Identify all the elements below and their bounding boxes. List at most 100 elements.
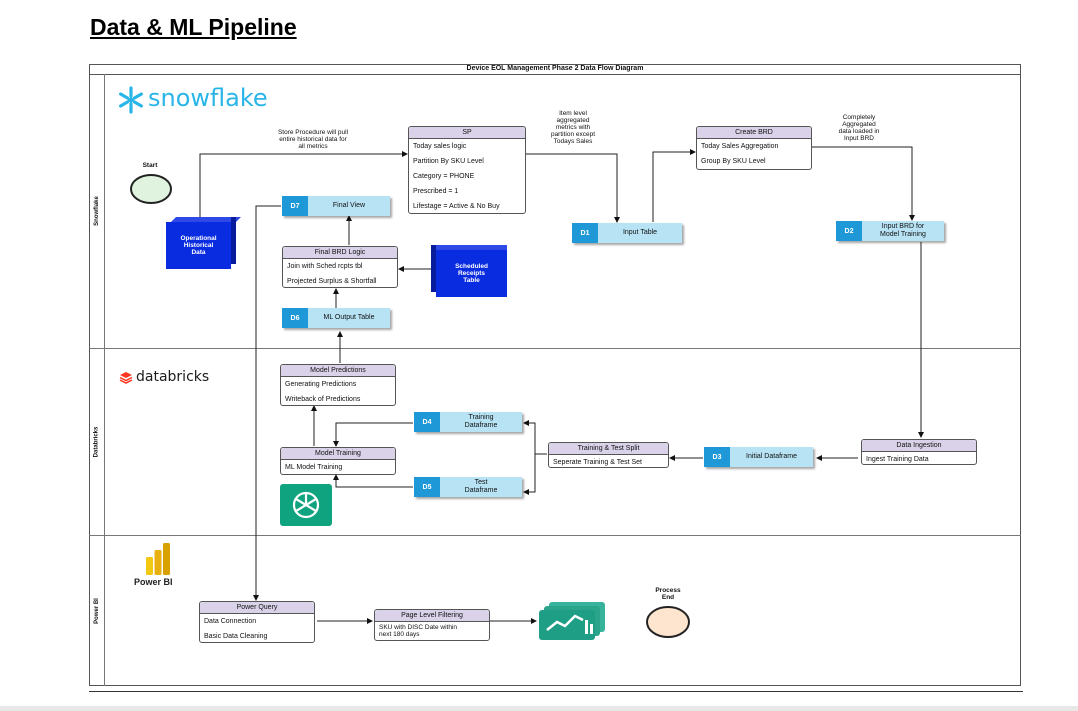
split-header: Training & Test Split — [549, 443, 668, 455]
power-query-row: Basic Data Cleaning — [204, 633, 268, 640]
sp-row: Partition By SKU Level — [413, 158, 484, 165]
datastore-name-line: Test — [474, 479, 488, 486]
arrow-operational-to-sp — [199, 151, 408, 217]
note-line: data loaded in — [838, 128, 880, 135]
final-brd-header: Final BRD Logic — [283, 247, 397, 259]
model-training-header: Model Training — [281, 448, 395, 460]
end-label-line: End — [661, 594, 675, 601]
powerbi-logo-icon — [146, 543, 170, 575]
note-line: entire historical data for — [279, 136, 347, 143]
note-store-procedure: Store Procedure will pull entire histori… — [262, 129, 364, 150]
datastore-name-line: Training — [468, 414, 494, 421]
split-row: Seperate Training & Test Set — [553, 459, 642, 466]
arrow-createbrd-to-d2 — [812, 146, 915, 221]
sp-row: Lifestage = Active & No Buy — [413, 203, 500, 210]
lane-label-column — [89, 74, 105, 686]
datastore-id: D1 — [572, 223, 598, 243]
model-predictions-row: Writeback of Predictions — [285, 396, 361, 403]
note-line: Todays Sales — [553, 138, 593, 145]
databricks-logo-text: databricks — [136, 369, 210, 385]
note-completely-aggregated: Completely Aggregated data loaded in Inp… — [826, 114, 892, 142]
note-line: Item level — [559, 110, 587, 117]
create-brd-row: Today Sales Aggregation — [701, 143, 779, 150]
datastore-name-line: Dataframe — [464, 422, 498, 429]
note-item-level: Item level aggregated metrics with parti… — [537, 110, 609, 145]
note-line: Aggregated — [842, 121, 876, 128]
arrow-d1-to-createbrd — [652, 149, 696, 222]
arrow-d5-to-training — [333, 474, 413, 488]
snowflake-logo-icon — [118, 86, 143, 114]
training-test-split-table[interactable]: Training & Test Split Seperate Training … — [548, 442, 669, 468]
sp-row: Category = PHONE — [413, 173, 475, 180]
data-ingestion-row: Ingest Training Data — [866, 456, 929, 463]
datastore-id: D3 — [704, 447, 730, 467]
powerbi-logo-text: Power BI — [134, 577, 173, 587]
lane-separator — [89, 535, 1021, 536]
page-filter-body: SKU with DISC Date within next 180 days — [375, 622, 489, 640]
arrow-d7-to-powerquery — [253, 205, 281, 601]
data-ingestion-table[interactable]: Data Ingestion Ingest Training Data — [861, 439, 977, 465]
arrow-sp-to-d1 — [526, 153, 620, 223]
model-predictions-row: Generating Predictions — [285, 381, 357, 388]
end-event — [646, 606, 690, 638]
power-query-table[interactable]: Power Query Data Connection Basic Data C… — [199, 601, 315, 643]
page-level-filtering-table[interactable]: Page Level Filtering SKU with DISC Date … — [374, 609, 490, 641]
note-line: metrics with — [555, 124, 591, 131]
operational-line2: Historical — [183, 242, 214, 249]
scheduled-line1: Scheduled — [455, 263, 488, 270]
datastore-d3[interactable]: D3 Initial Dataframe — [704, 447, 813, 467]
page-filter-row: SKU with DISC Date within — [379, 624, 458, 631]
note-line: Completely — [842, 114, 876, 121]
operational-line3: Data — [191, 249, 206, 256]
page-filter-header: Page Level Filtering — [375, 610, 489, 622]
datastore-name-line: Model Training — [880, 231, 926, 238]
datastore-d6[interactable]: D6 ML Output Table — [282, 308, 390, 328]
final-brd-logic-table[interactable]: Final BRD Logic Join with Sched rcpts tb… — [282, 246, 398, 288]
start-event — [130, 174, 172, 204]
dashboard-icon — [539, 602, 605, 640]
datastore-name-line: Input BRD for — [881, 223, 925, 230]
final-brd-row: Join with Sched rcpts tbl — [287, 263, 363, 270]
create-brd-row: Group By SKU Level — [701, 158, 766, 165]
model-training-row: ML Model Training — [285, 464, 343, 471]
arrow-d4-to-training — [333, 422, 413, 447]
note-line: partition except — [550, 131, 596, 138]
cube-top — [436, 245, 507, 250]
datastore-id: D2 — [836, 221, 862, 241]
power-query-row: Data Connection — [204, 618, 257, 625]
create-brd-table[interactable]: Create BRD Today Sales Aggregation Group… — [696, 126, 812, 170]
sp-row: Prescribed = 1 — [413, 188, 459, 195]
model-training-table[interactable]: Model Training ML Model Training — [280, 447, 396, 475]
scheduled-line3: Table — [463, 277, 480, 284]
page-filter-row: next 180 days — [379, 631, 420, 638]
create-brd-header: Create BRD — [697, 127, 811, 139]
end-label: Process End — [642, 587, 694, 601]
arrow-split-to-d4 — [523, 420, 547, 455]
diagram-title: Device EOL Management Phase 2 Data Flow … — [89, 64, 1021, 75]
final-brd-row: Projected Surplus & Shortfall — [287, 278, 377, 285]
bottom-scrollbar[interactable] — [0, 706, 1078, 711]
scheduled-line2: Receipts — [457, 270, 486, 277]
data-ingestion-header: Data Ingestion — [862, 440, 976, 452]
datastore-name: Input Table — [598, 223, 682, 243]
model-predictions-table[interactable]: Model Predictions Generating Predictions… — [280, 364, 396, 406]
datastore-d7[interactable]: D7 Final View — [282, 196, 390, 216]
power-query-header: Power Query — [200, 602, 314, 614]
sp-header: SP — [409, 127, 525, 139]
page-title: Data & ML Pipeline — [90, 14, 297, 40]
datastore-name: Initial Dataframe — [730, 447, 813, 467]
sp-table[interactable]: SP Today sales logic Partition By SKU Le… — [408, 126, 526, 214]
openai-ml-icon — [280, 484, 332, 526]
datastore-id: D7 — [282, 196, 308, 216]
datastore-name: Final View — [308, 196, 390, 216]
datastore-d1[interactable]: D1 Input Table — [572, 223, 682, 243]
databricks-logo-icon — [119, 372, 133, 384]
